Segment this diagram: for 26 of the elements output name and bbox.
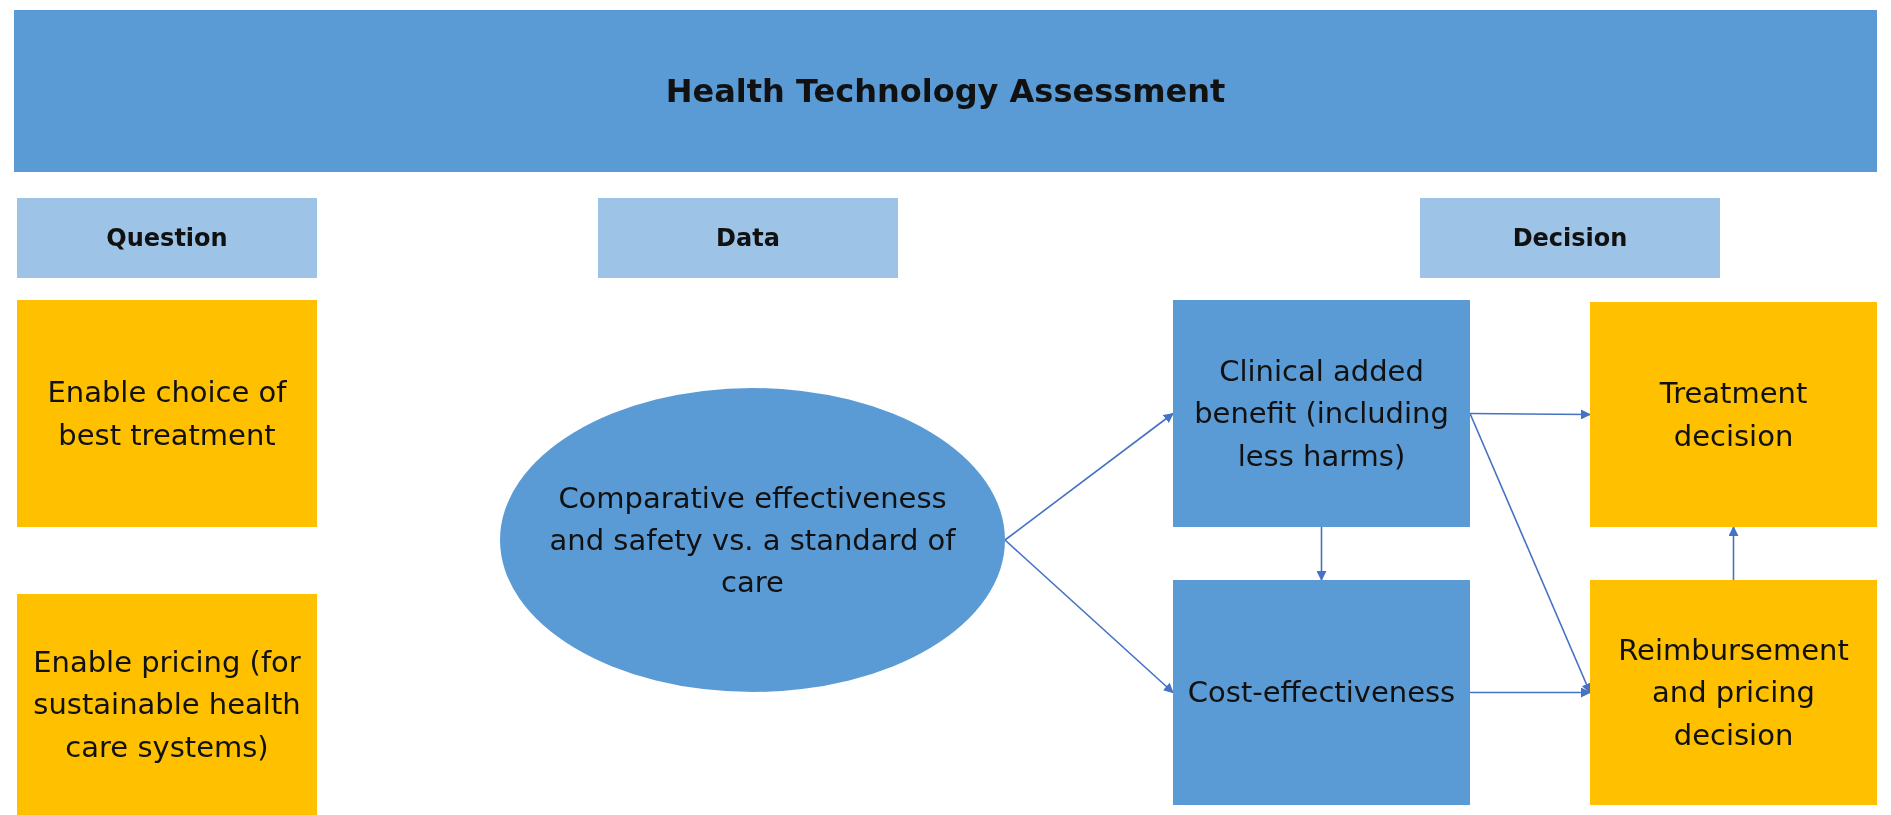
column-header bbox=[598, 198, 898, 278]
node-label: Decision bbox=[1512, 222, 1628, 254]
title-banner: Health Technology Assessment bbox=[14, 10, 1877, 172]
node-label: Treatment decision bbox=[1658, 375, 1809, 455]
node-label: Reimbursement and pricing decision bbox=[1617, 632, 1850, 754]
node-label: Enable choice of best treatment bbox=[46, 374, 288, 454]
decision-box bbox=[17, 594, 317, 815]
decision-box bbox=[1590, 302, 1877, 527]
decision-box bbox=[17, 300, 317, 527]
node-label: Clinical added benefit (including less harms) bbox=[1193, 353, 1450, 475]
decision-box bbox=[1590, 580, 1877, 805]
column-header bbox=[1420, 198, 1720, 278]
process-box bbox=[1173, 580, 1470, 805]
process-box bbox=[1173, 300, 1470, 527]
arrow bbox=[1728, 526, 1739, 581]
arrow bbox=[1004, 412, 1174, 541]
arrow bbox=[1004, 539, 1174, 694]
node-label: Cost-effectiveness bbox=[1187, 674, 1456, 712]
column-header bbox=[17, 198, 317, 278]
node-label: Data bbox=[716, 222, 780, 254]
arrow bbox=[1469, 687, 1591, 698]
node-label: Question bbox=[106, 222, 228, 254]
arrow bbox=[1469, 409, 1591, 420]
arrow bbox=[1316, 526, 1327, 581]
node-label: Comparative effectiveness and safety vs. a standard of care bbox=[548, 479, 957, 601]
node-label: Enable pricing (for sustainable health care systems) bbox=[32, 644, 302, 766]
